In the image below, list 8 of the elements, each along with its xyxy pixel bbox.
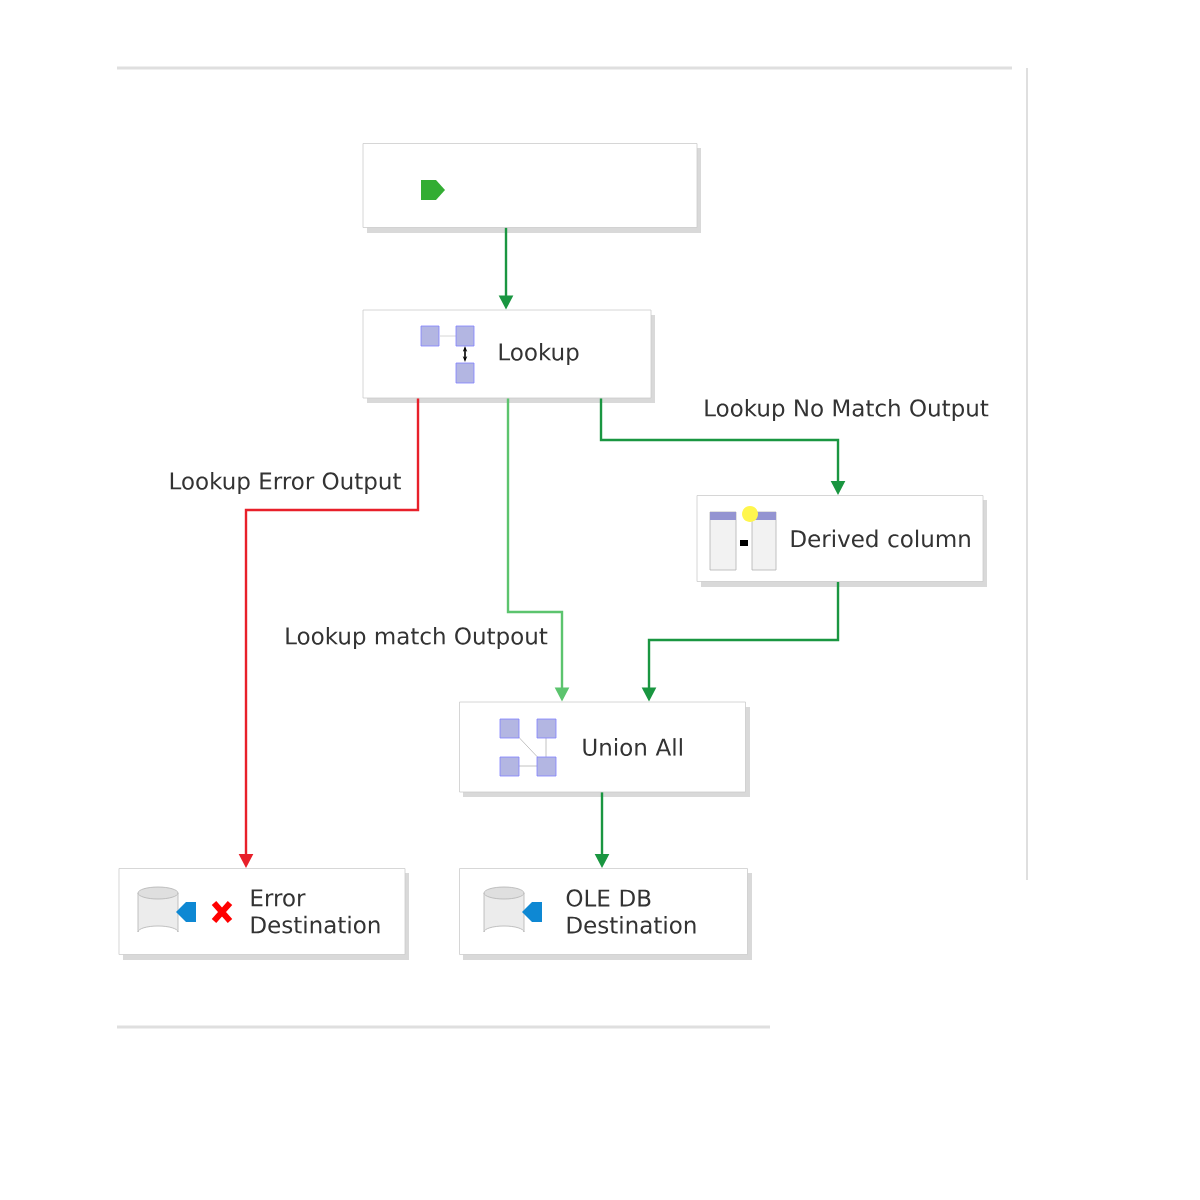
process-box bbox=[362, 143, 701, 233]
process-box: Error Destination bbox=[118, 868, 409, 960]
process-box: OLE DB Destination bbox=[459, 868, 752, 960]
process-box: Union All bbox=[459, 701, 750, 797]
process-box: Lookup bbox=[362, 309, 655, 403]
edge-label: Lookup No Match Output bbox=[701, 396, 991, 424]
edge-label: Lookup Error Output bbox=[166, 469, 404, 497]
edge-label: Lookup match Outpout bbox=[282, 624, 550, 652]
